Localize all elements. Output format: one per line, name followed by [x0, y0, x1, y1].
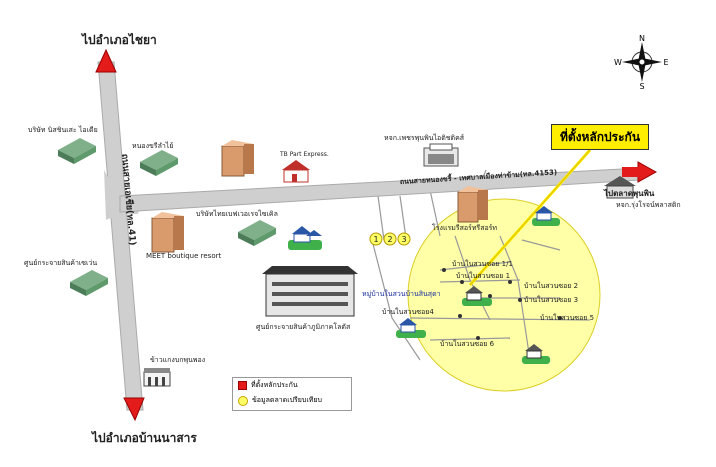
place-label-center-dist: ศูนย์กระจายสินค้าเซเว่น: [24, 259, 97, 267]
house-label-6: บ้านในสวนซอย 6: [440, 339, 495, 348]
red-house-icon: [282, 160, 310, 183]
legend-compare-label: ข้อมูลตลาดเปรียบเทียบ: [252, 396, 322, 404]
house-icon: [604, 176, 636, 199]
location-dots: [442, 268, 562, 340]
compass-s: S: [639, 82, 644, 90]
place-label-village: หมู่บ้านในสวนบ้านสินสุดา: [362, 289, 441, 298]
place-label-resort: โรงแรมรีสอร์ทรีสอร์ท: [432, 223, 497, 232]
arrow-north: [95, 48, 117, 73]
compass-w: W: [614, 58, 622, 67]
map-legend: ที่ตั้งหลักประกัน ข้อมูลตลาดเปรียบเทียบ: [232, 377, 352, 411]
building-icon: [221, 140, 254, 177]
warehouse-icon: [238, 220, 276, 246]
legend-square-icon: [238, 381, 247, 390]
marker-1: 1: [369, 232, 383, 246]
place-label-rice: ข้าวแกงบกพุนพอง: [150, 356, 205, 364]
collateral-callout: ที่ตั้งหลักประกัน: [551, 124, 649, 150]
comparison-zone: [407, 198, 601, 392]
warehouse-icon: [70, 270, 108, 296]
village-house-icon: [396, 318, 426, 338]
north-destination-label: ไปอำเภอไชยา: [80, 32, 157, 47]
place-label-phet: หจก.เพชรพุนพินไอติชติคส์: [384, 133, 465, 142]
place-label-nongkhri: หนองขรีลำไย้: [132, 141, 173, 150]
village-house-icon: [532, 206, 560, 226]
house-label-2: บ้านในสวนซอย 2: [524, 281, 578, 290]
warehouse-icon: [58, 138, 96, 164]
place-label-rungrot: หจก.รุ่งโรจน์พลาสติก: [616, 200, 681, 209]
marker-3: 3: [397, 232, 411, 246]
arrow-east: [637, 161, 658, 183]
south-destination-label: ไปอำเภอบ้านนาสาร: [90, 430, 197, 445]
highway-horizontal: [119, 167, 641, 213]
marker-2: 2: [383, 232, 397, 246]
warehouse-icon: [140, 150, 178, 176]
arrow-east-tail: [622, 167, 640, 177]
callout-leader-edge: [469, 149, 591, 286]
legend-collateral-label: ที่ตั้งหลักประกัน: [251, 381, 298, 389]
shop-icon: [423, 143, 459, 167]
svg-text:3: 3: [401, 235, 406, 244]
building-icon: [457, 186, 488, 223]
place-label-thaibev: บริษัทไทยเบฟเวอเรจไซเคิล: [196, 209, 278, 218]
house-label-1-1: บ้านในสวนซอย 1/1: [452, 259, 513, 268]
house-label-4: บ้านในสวนซอย4: [382, 307, 434, 316]
svg-text:2: 2: [387, 235, 392, 244]
arrow-south: [123, 397, 145, 422]
legend-circle-icon: [238, 395, 248, 406]
house-label-3: บ้านในสวนซอย 3: [524, 295, 578, 304]
east-destination-label: ไปตลาดพุนพิน: [603, 188, 655, 199]
village-house-icon: [462, 286, 492, 306]
place-label-regional: ศูนย์กระจายสินค้าภูมิภาคโลตัส: [256, 322, 351, 331]
place-label-nissin: บริษัท นิสชินเสะ ไอเดีย: [28, 125, 98, 134]
compass-n: N: [639, 34, 645, 43]
distribution-center-icon: [262, 266, 358, 317]
svg-text:1: 1: [373, 235, 378, 244]
village-house-icon: [522, 344, 550, 364]
building-icon: [151, 212, 184, 253]
rice-shop-icon: [143, 368, 171, 387]
place-label-meet: MEET boutique resort: [146, 252, 221, 260]
house-label-1: บ้านในสวนซอย 1: [456, 271, 510, 280]
legend-row-collateral: ที่ตั้งหลักประกัน: [233, 378, 351, 393]
house-label-5: บ้านในสวนซอย 5: [540, 313, 594, 322]
village-house-icon: [288, 226, 322, 250]
compass-e: E: [663, 58, 668, 67]
compass: N S E W: [614, 34, 670, 90]
legend-row-compare: ข้อมูลตลาดเปรียบเทียบ: [233, 393, 351, 408]
place-label-tbpart: TB Part Express.: [279, 151, 329, 158]
